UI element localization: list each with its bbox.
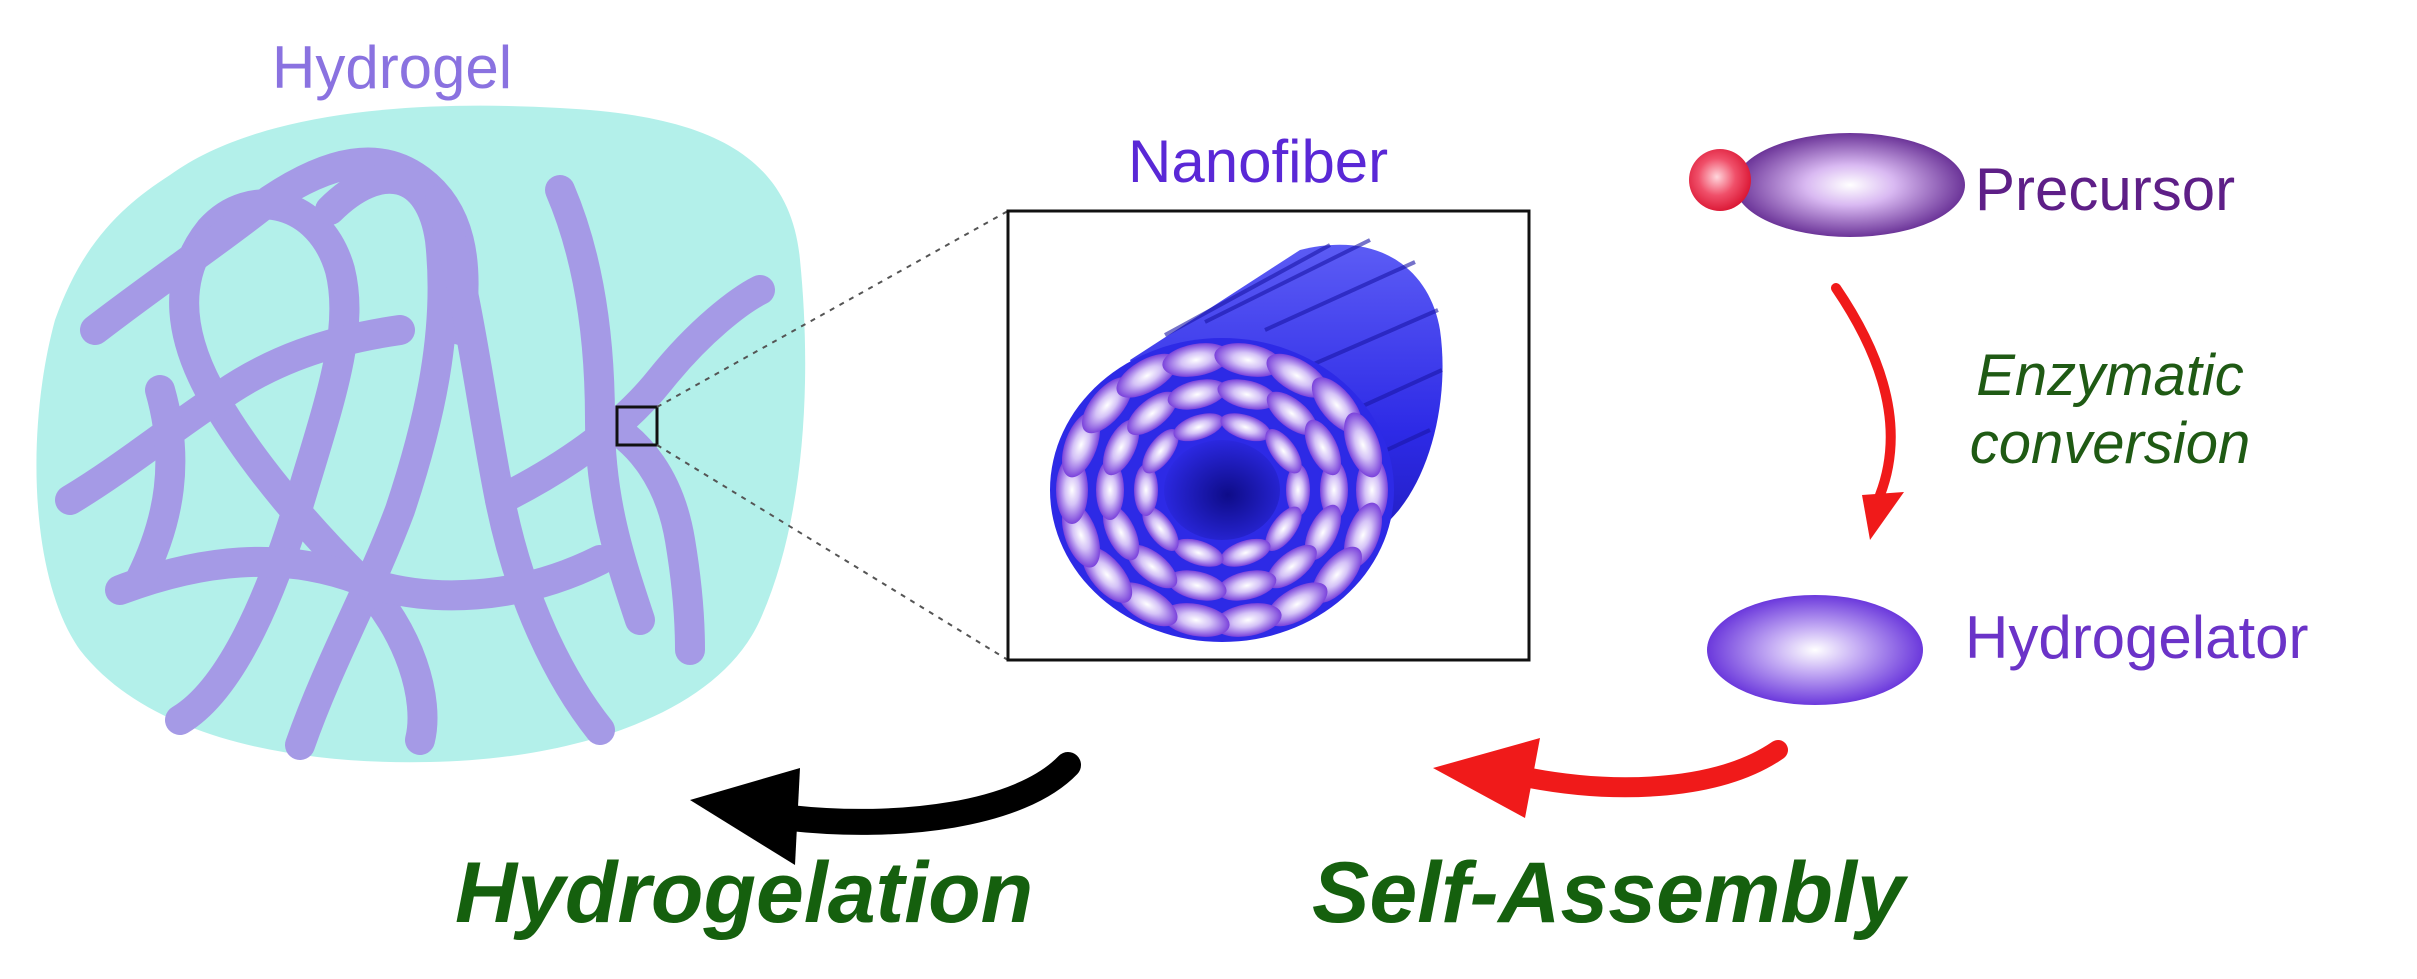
nanofiber-segment xyxy=(1162,603,1230,637)
precursor-label: Precursor xyxy=(1975,156,2236,223)
zoom-line-bottom xyxy=(656,444,1009,661)
zoom-marker xyxy=(615,405,659,447)
nanofiber-segment xyxy=(1217,570,1277,601)
nanofiber-segment xyxy=(1304,504,1342,561)
enzymatic-conversion-label: Enzymatic conversion xyxy=(1969,343,2251,477)
nanofiber-segment xyxy=(1167,379,1227,410)
nanofiber-segment xyxy=(1162,343,1230,377)
nanofiber-segment xyxy=(1173,413,1224,442)
hydrogelator-label: Hydrogelator xyxy=(1965,604,2309,671)
nanofiber-segment xyxy=(1266,544,1317,589)
nanofiber-segment xyxy=(1320,460,1348,520)
nanofiber-segment xyxy=(1343,412,1383,478)
nanofiber-segment xyxy=(1127,544,1178,589)
nanofiber-segment xyxy=(1127,391,1178,436)
self-assembly-label: Self-Assembly xyxy=(1312,845,1905,941)
nanofiber-segment xyxy=(1116,353,1178,398)
nanofiber-segment xyxy=(1265,429,1302,474)
nanofiber-segment xyxy=(1102,419,1140,476)
nanofiber-segment xyxy=(1304,419,1342,476)
nanofiber-segment xyxy=(1214,603,1282,637)
nanofiber-segment xyxy=(1220,413,1271,442)
nanofiber-segments xyxy=(1056,343,1388,637)
hydrogelation-arrow xyxy=(690,752,1081,865)
nanofiber-segment xyxy=(1167,570,1227,601)
zoom-line-top xyxy=(656,210,1009,408)
hydrogel-label: Hydrogel xyxy=(272,34,513,101)
nanofiber-segment xyxy=(1265,506,1302,551)
self-assembly-arrow xyxy=(1433,738,1788,818)
nanofiber-segment xyxy=(1142,506,1179,551)
nanofiber-segment xyxy=(1096,460,1124,520)
nanofiber-segment xyxy=(1220,538,1271,567)
enzymatic-arrow xyxy=(1831,283,1904,540)
nanofiber-segment xyxy=(1266,391,1317,436)
nanofiber-label: Nanofiber xyxy=(1128,128,1389,195)
fiber-network xyxy=(55,147,775,760)
nanofiber-segment xyxy=(1286,464,1310,516)
nanofiber-segment xyxy=(1214,343,1282,377)
hydrogelator-molecule xyxy=(1707,595,1923,705)
nanofiber-segment xyxy=(1142,429,1179,474)
hydrogelation-label: Hydrogelation xyxy=(455,845,1034,941)
nanofiber-segment xyxy=(1173,538,1224,567)
precursor-molecule xyxy=(1689,133,1965,237)
nanofiber-segment xyxy=(1134,464,1158,516)
nanofiber-segment xyxy=(1217,379,1277,410)
nanofiber-segment xyxy=(1266,582,1328,627)
